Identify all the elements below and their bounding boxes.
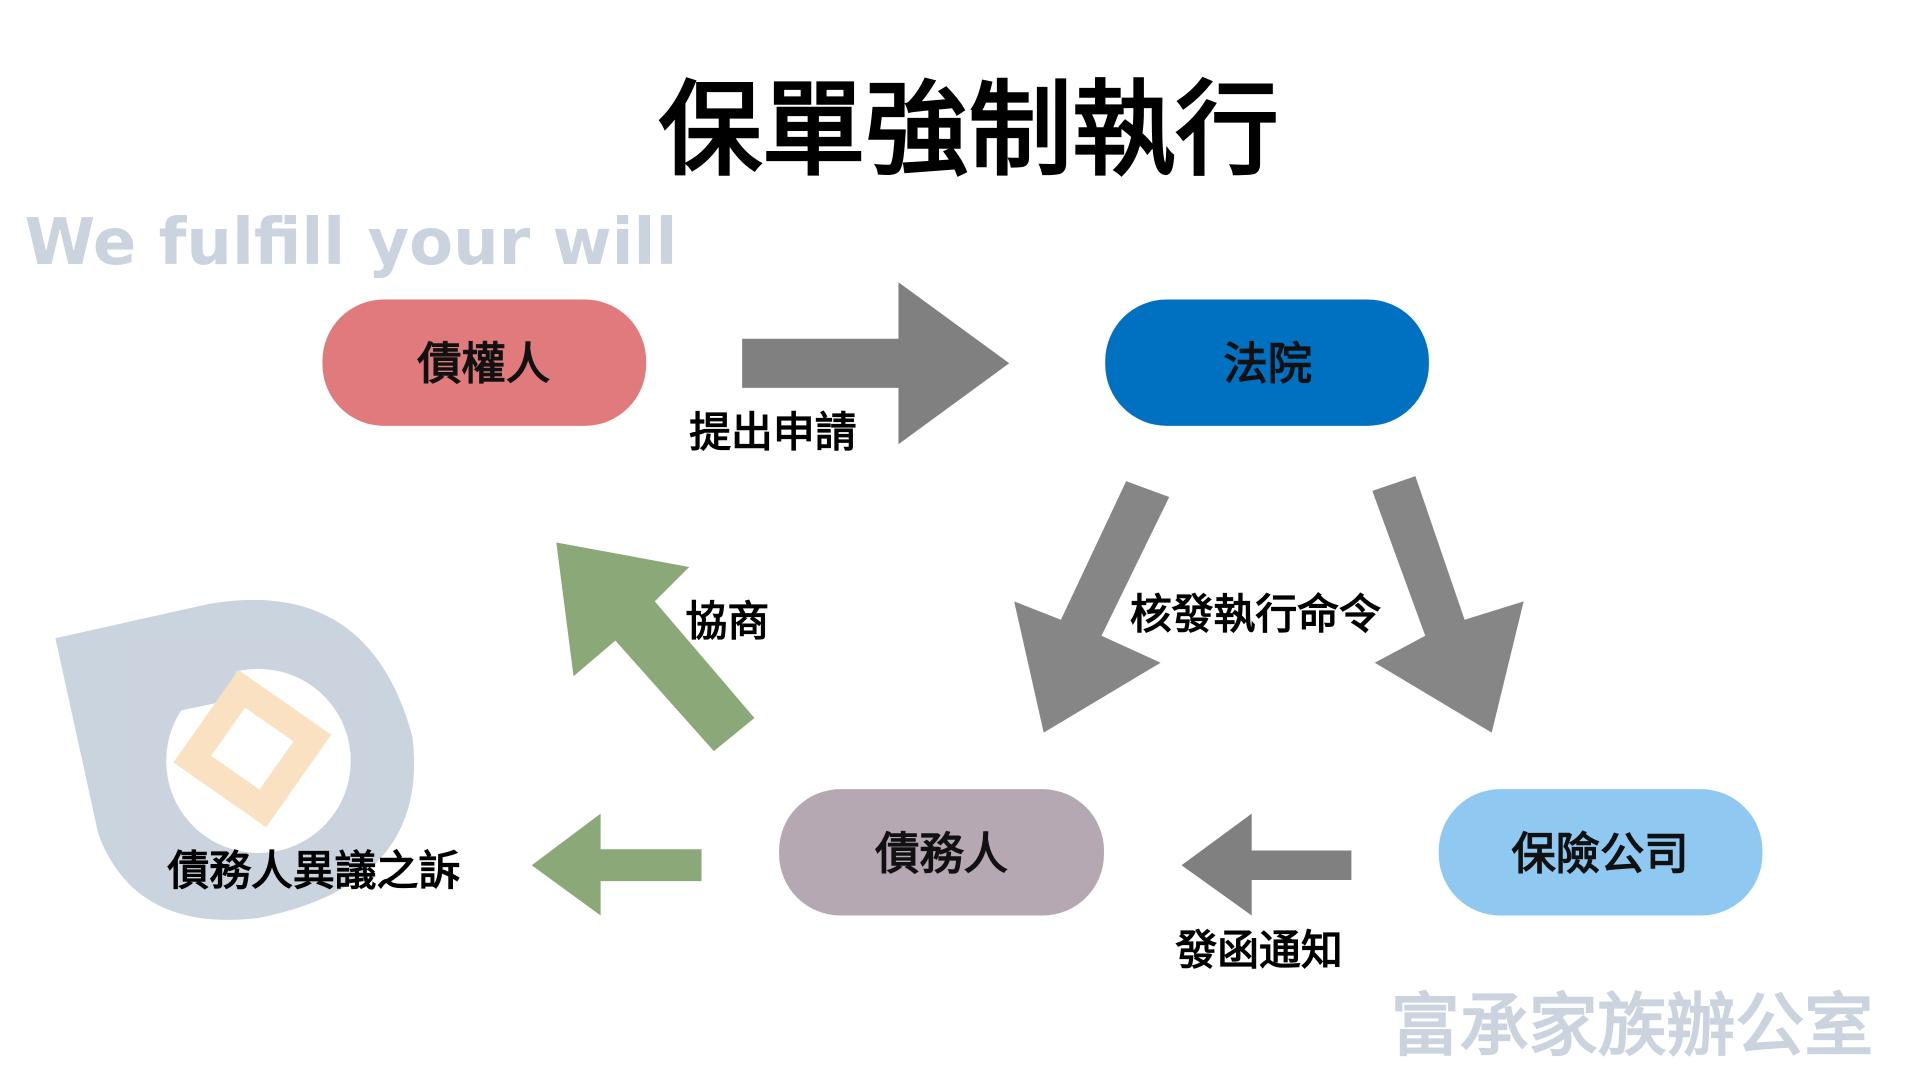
label-order: 核發執行命令: [1130, 589, 1381, 638]
node-court: 法院: [1105, 299, 1429, 426]
label-apply: 提出申請: [689, 408, 856, 457]
node-insurer-label: 保險公司: [1511, 829, 1688, 880]
arrow-court-to-debtor: [1014, 481, 1170, 733]
node-debtor: 債務人: [779, 789, 1104, 916]
label-negotiate: 協商: [686, 597, 770, 646]
page-title: 保單強制執行: [659, 71, 1279, 191]
node-insurer: 保險公司: [1438, 789, 1763, 916]
watermark-en: We fulfill your will: [25, 206, 678, 280]
node-creditor: 債權人: [322, 299, 647, 426]
arrow-insurer-to-debtor: [1181, 813, 1352, 916]
label-notify: 發函通知: [1174, 926, 1342, 975]
watermark-cn: 富承家族辦公室: [1391, 986, 1873, 1066]
label-objection: 債務人異議之訴: [166, 846, 460, 895]
node-court-label: 法院: [1223, 339, 1312, 390]
arrow-court-to-insurer: [1372, 476, 1524, 733]
arrow-creditor-to-court: [742, 282, 1010, 445]
watermark: 富承家族辦公室 We fulfill your will: [25, 206, 1874, 1066]
node-creditor-label: 債權人: [416, 339, 551, 390]
node-debtor-label: 債務人: [874, 829, 1009, 880]
arrow-debtor-to-objection: [531, 813, 702, 916]
watermark-logo: [55, 599, 415, 920]
arrow-debtor-to-creditor: [556, 542, 755, 752]
